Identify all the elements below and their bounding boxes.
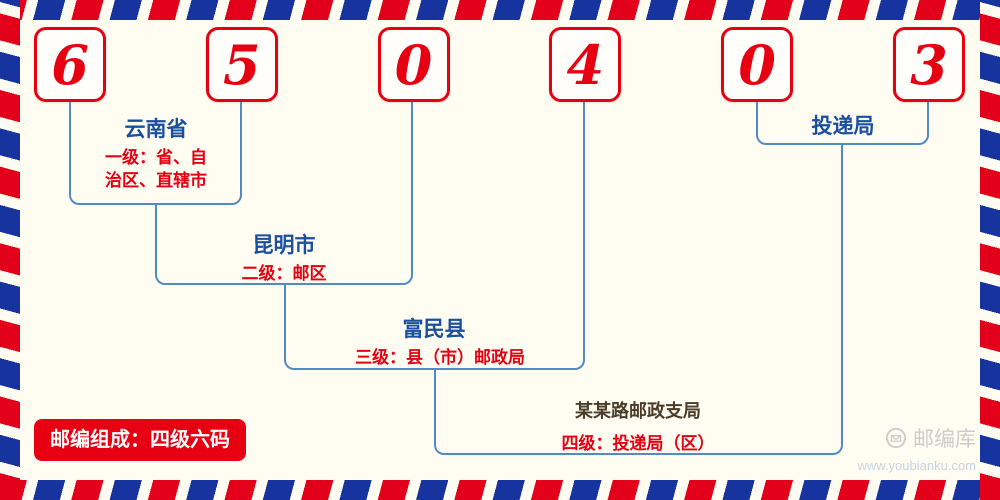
digit-4: 4: [566, 32, 605, 97]
digit-6: 3: [910, 32, 948, 97]
watermark-brand: 邮编库: [913, 428, 976, 451]
bracket-city-vertical: [411, 102, 413, 208]
airmail-border-right: [980, 0, 1000, 500]
bracket-province: [69, 102, 242, 205]
digit-box-4: 4: [549, 27, 622, 102]
digit-box-6: 3: [892, 27, 965, 102]
label-branch-desc: 四级：投递局（区）: [561, 434, 715, 453]
label-county-name: 富民县: [402, 318, 466, 341]
airmail-border-bottom: [0, 480, 1000, 500]
airmail-border-left: [0, 0, 20, 500]
bracket-branch: [434, 370, 843, 455]
digit-box-2: 5: [205, 27, 278, 102]
digit-box-5: 0: [721, 27, 794, 102]
youbianku-logo-icon: [885, 427, 907, 449]
digit-3: 0: [394, 32, 433, 97]
label-delivery-name: 投递局: [811, 115, 875, 138]
label-city-desc: 二级：邮区: [241, 264, 327, 283]
label-province-name: 云南省: [124, 118, 188, 141]
bracket-delivery: [756, 102, 929, 145]
postal-code-digits: 6 5 0 4 0 3: [34, 27, 965, 102]
bracket-branch-vertical: [841, 145, 843, 373]
label-county-desc: 三级：县（市）邮政局: [355, 348, 525, 367]
digit-2: 5: [223, 32, 261, 97]
airmail-border-top: [0, 0, 1000, 20]
watermark-url: www.youbianku.com: [857, 458, 977, 473]
watermark: 邮编库 www.youbianku.com: [857, 423, 977, 473]
bracket-city: [155, 205, 413, 285]
label-branch-name: 某某路邮政支局: [575, 401, 701, 421]
label-city-name: 昆明市: [252, 234, 316, 257]
digit-box-1: 6: [34, 27, 106, 102]
digit-5: 0: [738, 32, 776, 97]
label-province-desc-line1: 一级：省、自: [105, 148, 207, 167]
digit-1: 6: [51, 32, 89, 97]
postal-composition-badge: 邮编组成：四级六码: [34, 419, 246, 461]
label-province-desc-line2: 治区、直辖市: [105, 171, 207, 190]
bracket-county-vertical: [583, 102, 585, 288]
digit-box-3: 0: [377, 27, 450, 102]
bracket-county: [284, 285, 585, 370]
